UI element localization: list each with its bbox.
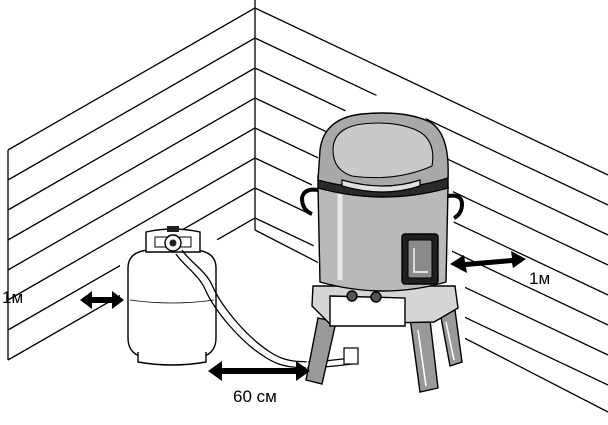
lid-handle (341, 179, 421, 193)
ignition-knob-icon (370, 291, 382, 303)
lid-panel (332, 122, 434, 179)
tank-cylinder (127, 249, 217, 359)
smoker-legs (304, 309, 463, 393)
clearance-left-label: 1м (2, 288, 24, 307)
hose-distance-label: 60 см (233, 387, 277, 406)
smoker-roaster (299, 112, 465, 393)
right-handle (447, 193, 465, 220)
left-handle (299, 187, 319, 216)
clearance-right-label: 1м (529, 269, 551, 288)
propane-tank (127, 226, 217, 366)
clearance-arrows (80, 251, 526, 381)
clearance-arrow-right (450, 251, 526, 273)
distance-arrow-bottom (208, 361, 310, 381)
tank-base-ring (137, 352, 207, 366)
control-knob-icon (346, 290, 358, 302)
burner-box (329, 295, 406, 327)
clearance-arrow-left (80, 291, 124, 309)
